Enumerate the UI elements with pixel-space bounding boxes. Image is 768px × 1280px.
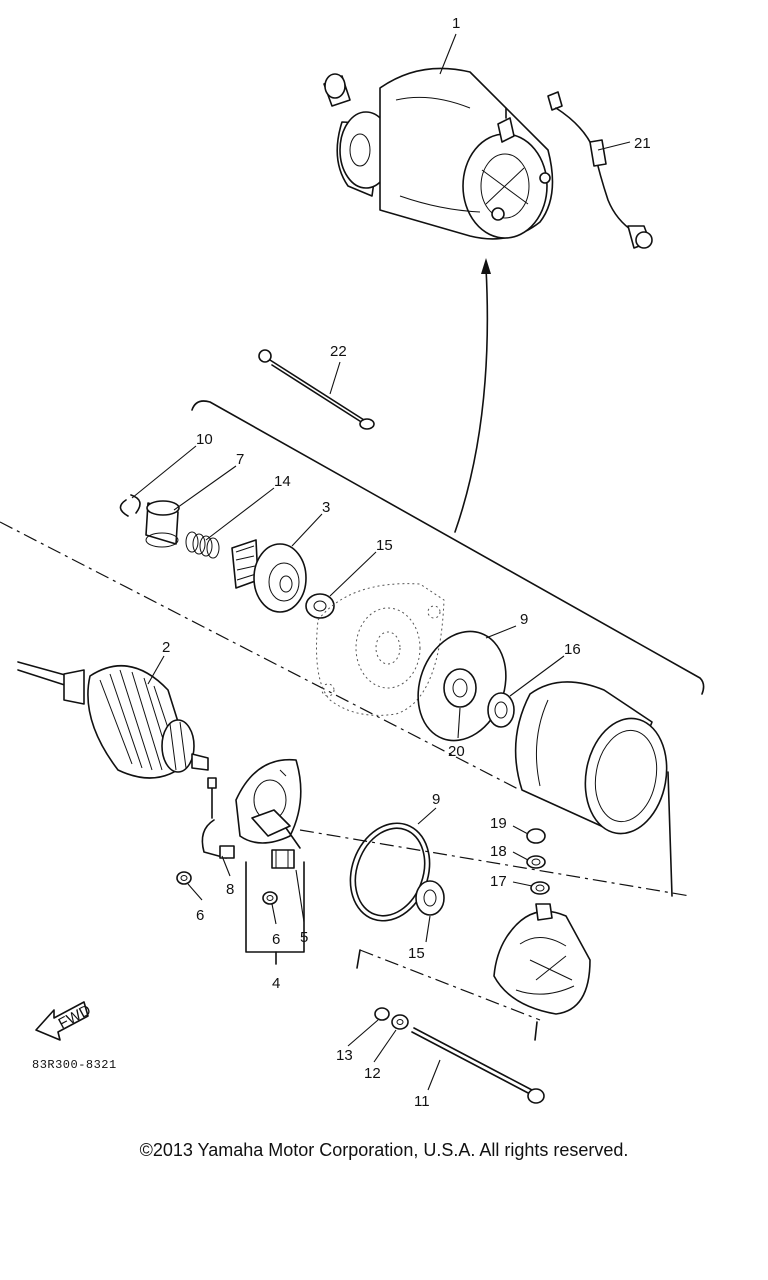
assembly-arrow: [454, 258, 491, 533]
yoke-housing: [514, 681, 668, 835]
bracket-4: [245, 861, 305, 965]
clutch-3: [231, 539, 307, 613]
washer-18: [526, 855, 546, 869]
callout-16: 16: [564, 641, 581, 658]
fwd-arrow-icon: FWD: [35, 1001, 94, 1041]
callout-9-upper: 9: [520, 611, 528, 628]
group-frame-lower: [356, 949, 541, 1041]
armature-2: [17, 661, 209, 779]
callout-6-left: 6: [196, 907, 204, 924]
callout-9-lower: 9: [432, 791, 440, 808]
rod-22: [258, 349, 375, 430]
callout-6-right: 6: [272, 931, 280, 948]
washer-15-lower: [415, 880, 445, 916]
callout-3: 3: [322, 499, 330, 516]
callout-20: 20: [448, 743, 465, 760]
callout-1: 1: [452, 15, 460, 32]
circlip-10: [119, 494, 141, 517]
starter-motor-exploded-diagram: FWD 1 21 22 10 7 14 3 15: [0, 15, 705, 1110]
washer-17: [530, 881, 550, 895]
callout-18: 18: [490, 843, 507, 860]
lead-wire-21: [547, 91, 653, 249]
callout-5: 5: [300, 929, 308, 946]
callout-11: 11: [414, 1093, 430, 1110]
callout-7: 7: [236, 451, 244, 468]
callout-10: 10: [196, 431, 213, 448]
washer-15-upper: [305, 593, 335, 619]
through-bolt-11: [411, 1027, 545, 1104]
nut-19: [526, 828, 546, 844]
washer-13: [374, 1007, 390, 1021]
callout-15-upper: 15: [376, 537, 393, 554]
nut-6-left: [176, 871, 192, 885]
callout-12: 12: [364, 1065, 381, 1082]
washer-16: [487, 692, 515, 728]
callout-17: 17: [490, 873, 507, 890]
rear-cover: [493, 903, 591, 1015]
spring-14: [185, 531, 220, 559]
copyright-notice: ©2013 Yamaha Motor Corporation, U.S.A. A…: [139, 1140, 629, 1160]
callout-15-lower: 15: [408, 945, 425, 962]
callout-22: 22: [330, 343, 347, 360]
callout-21: 21: [634, 135, 651, 152]
leader-lines: [131, 33, 631, 1091]
collar-7: [145, 500, 180, 548]
starter-motor-assembly: [323, 67, 554, 240]
oil-seal-20: [443, 668, 477, 708]
callout-8: 8: [226, 881, 234, 898]
callout-19: 19: [490, 815, 507, 832]
callout-4: 4: [272, 975, 280, 992]
callout-13: 13: [336, 1047, 353, 1064]
brush-8: [201, 777, 235, 859]
nut-6-right: [262, 891, 278, 905]
front-bracket: [316, 583, 445, 716]
washer-12: [391, 1014, 409, 1030]
diagram-code: 83R300-8321: [32, 1058, 117, 1072]
brush-holder-5: [251, 809, 301, 869]
callout-2: 2: [162, 639, 170, 656]
callout-14: 14: [274, 473, 291, 490]
callouts: 1 21 22 10 7 14 3 15 9 16 20 2 8 6 6 5 4…: [162, 15, 651, 1110]
